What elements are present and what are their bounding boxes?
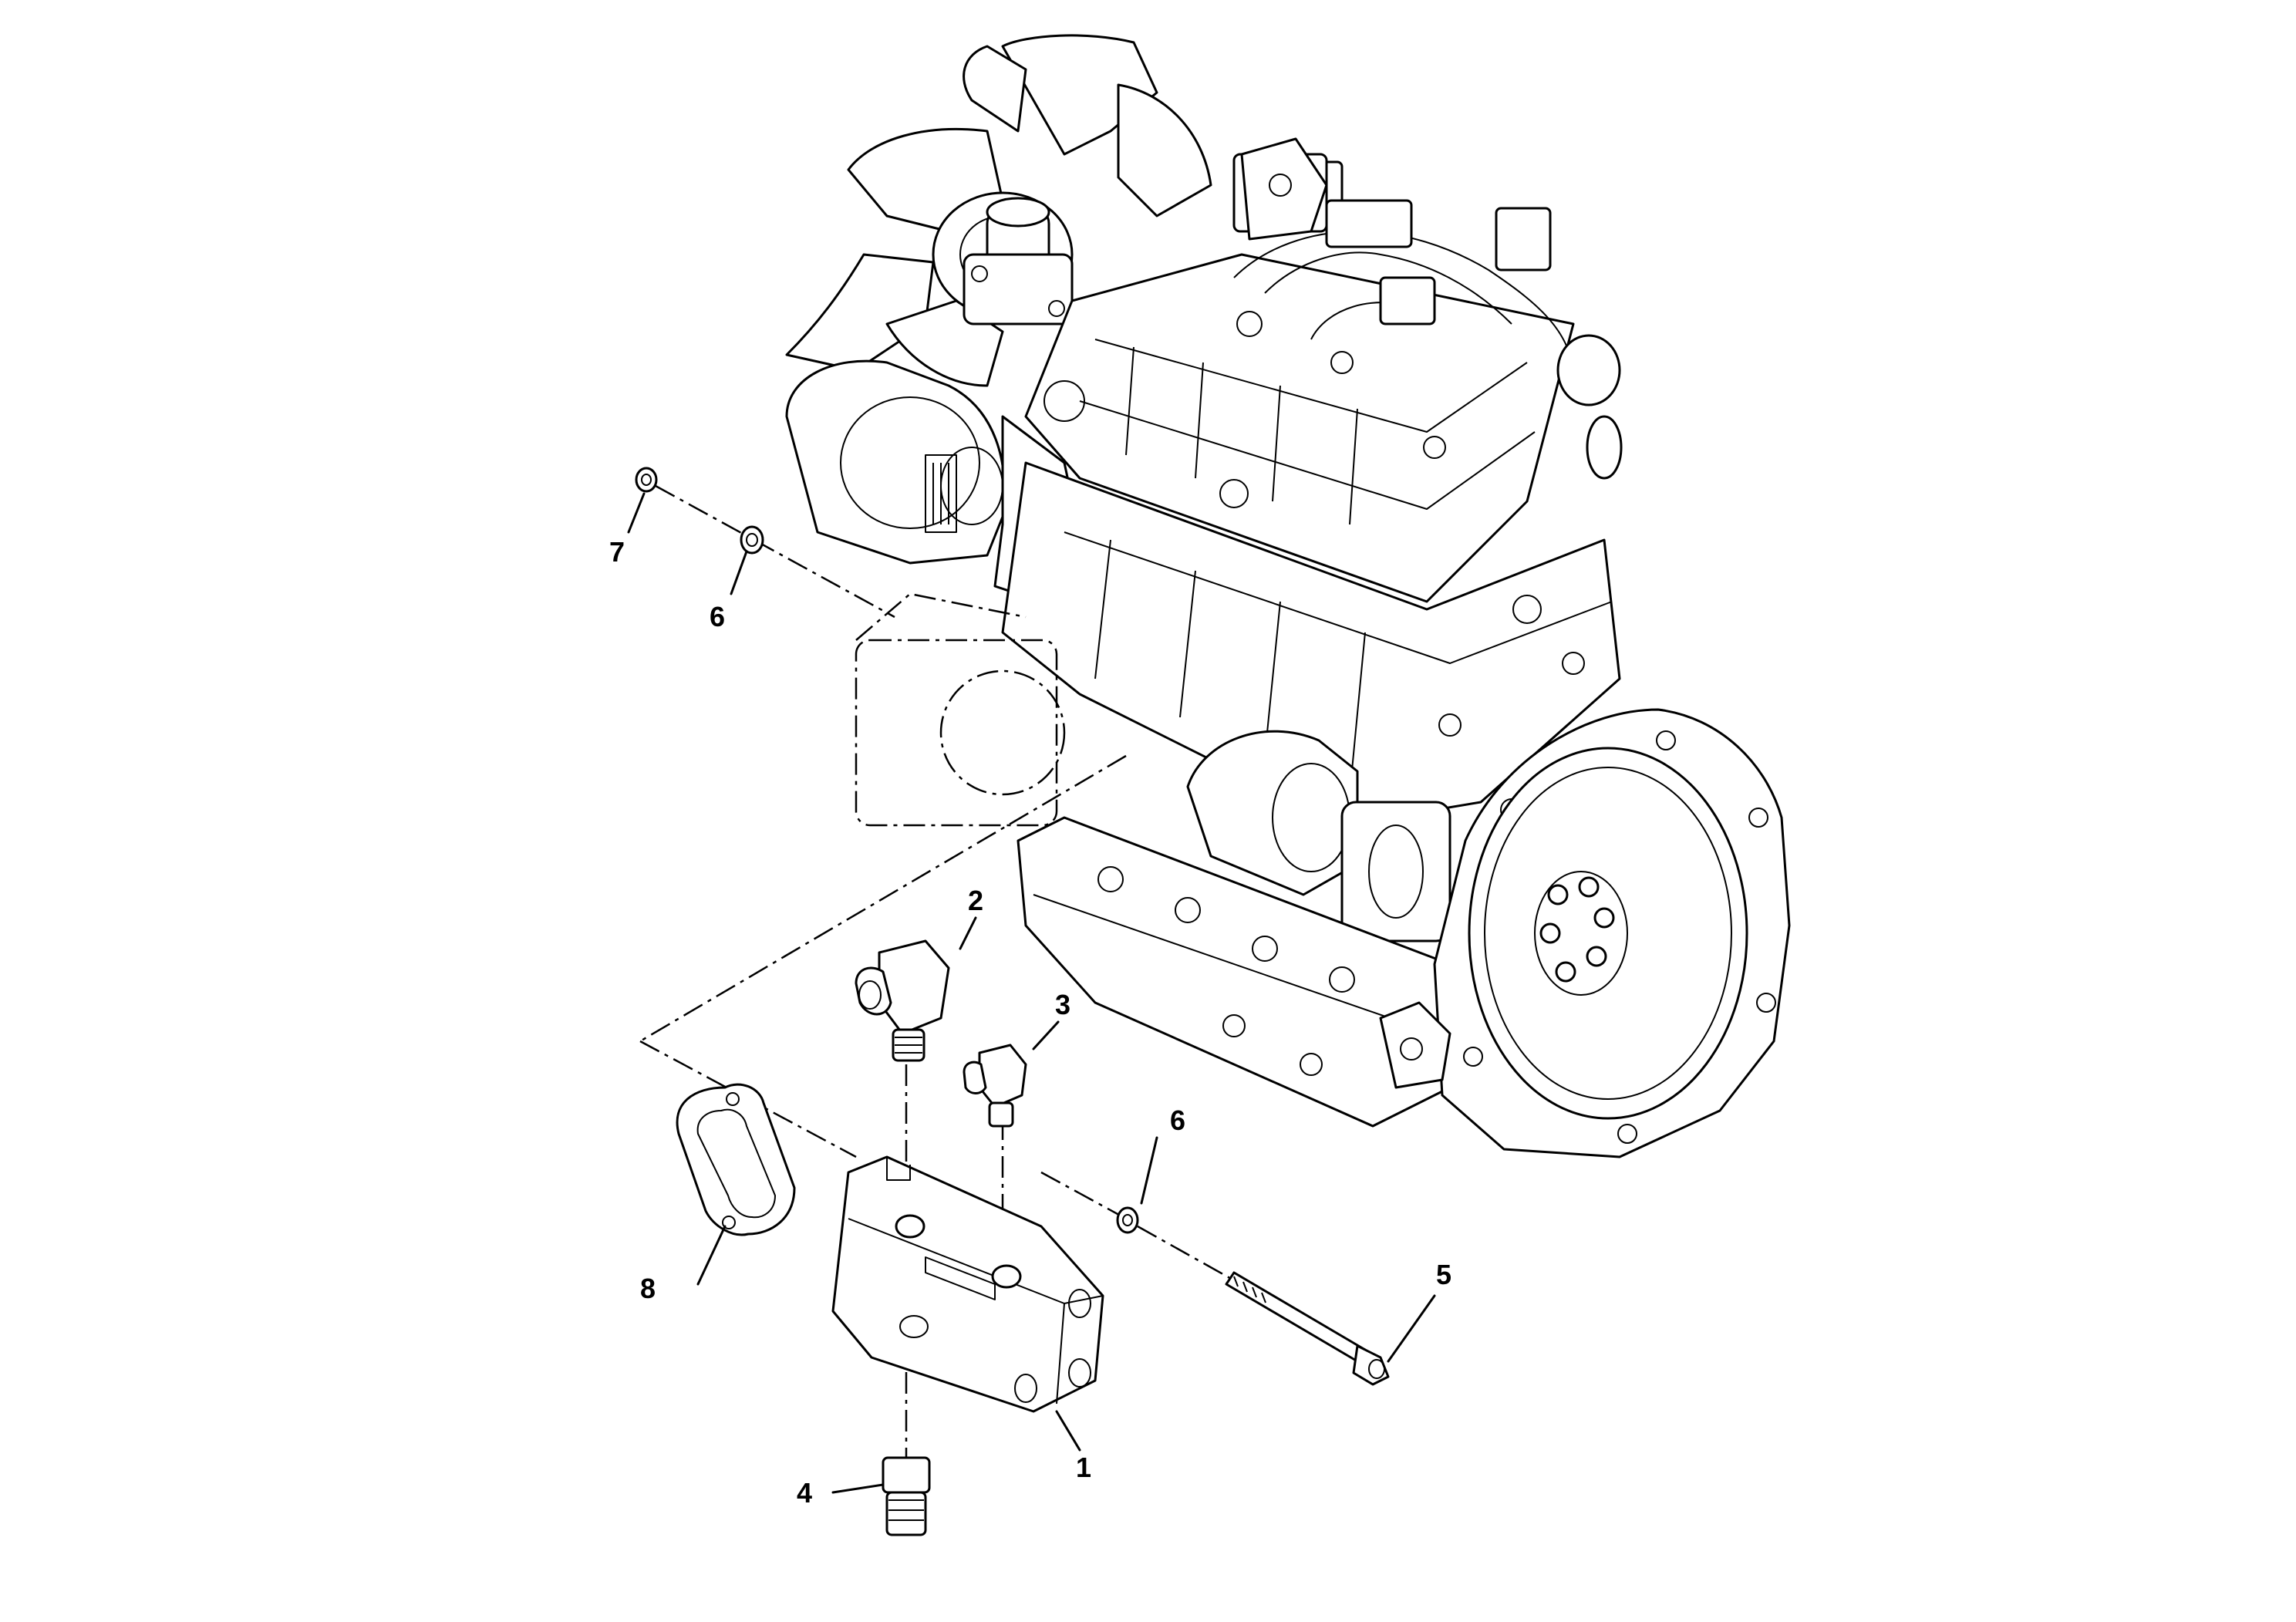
callout-7: 7 <box>609 536 625 568</box>
alternator <box>785 359 1006 565</box>
part-1-manifold-block <box>831 1155 1104 1413</box>
part-6-washer-lower <box>1116 1206 1139 1234</box>
part-8-gasket <box>676 1083 796 1236</box>
part-2-elbow-fitting <box>855 939 950 1062</box>
part-7-nut <box>635 467 658 493</box>
valve-cover <box>1024 253 1575 603</box>
part-4-plug <box>882 1456 931 1536</box>
callout-1: 1 <box>1076 1452 1091 1483</box>
engine-block <box>1001 461 1621 819</box>
callout-6-lower: 6 <box>1170 1104 1185 1136</box>
lifting-bracket <box>1240 137 1328 241</box>
callout-4: 4 <box>797 1477 812 1509</box>
flywheel <box>1468 747 1748 1120</box>
engine-assembly <box>785 34 1791 1158</box>
oil-filter-phantom <box>855 592 1066 827</box>
oil-pan <box>1017 816 1467 1128</box>
engine-mount <box>1379 1001 1451 1089</box>
callout-6-upper: 6 <box>710 601 725 632</box>
part-6-washer-top <box>740 525 764 555</box>
part-3-small-elbow <box>963 1044 1027 1128</box>
callout-5: 5 <box>1436 1259 1451 1290</box>
callout-8: 8 <box>640 1273 656 1304</box>
callout-3: 3 <box>1055 989 1070 1020</box>
leader-lines <box>627 492 1436 1494</box>
part-5-bolt <box>1225 1271 1390 1386</box>
callout-2: 2 <box>968 885 983 916</box>
callout-labels: 1 2 3 4 5 6 6 7 8 <box>609 536 1451 1509</box>
starter-motor <box>1186 730 1451 943</box>
thermostat-housing <box>963 197 1074 325</box>
